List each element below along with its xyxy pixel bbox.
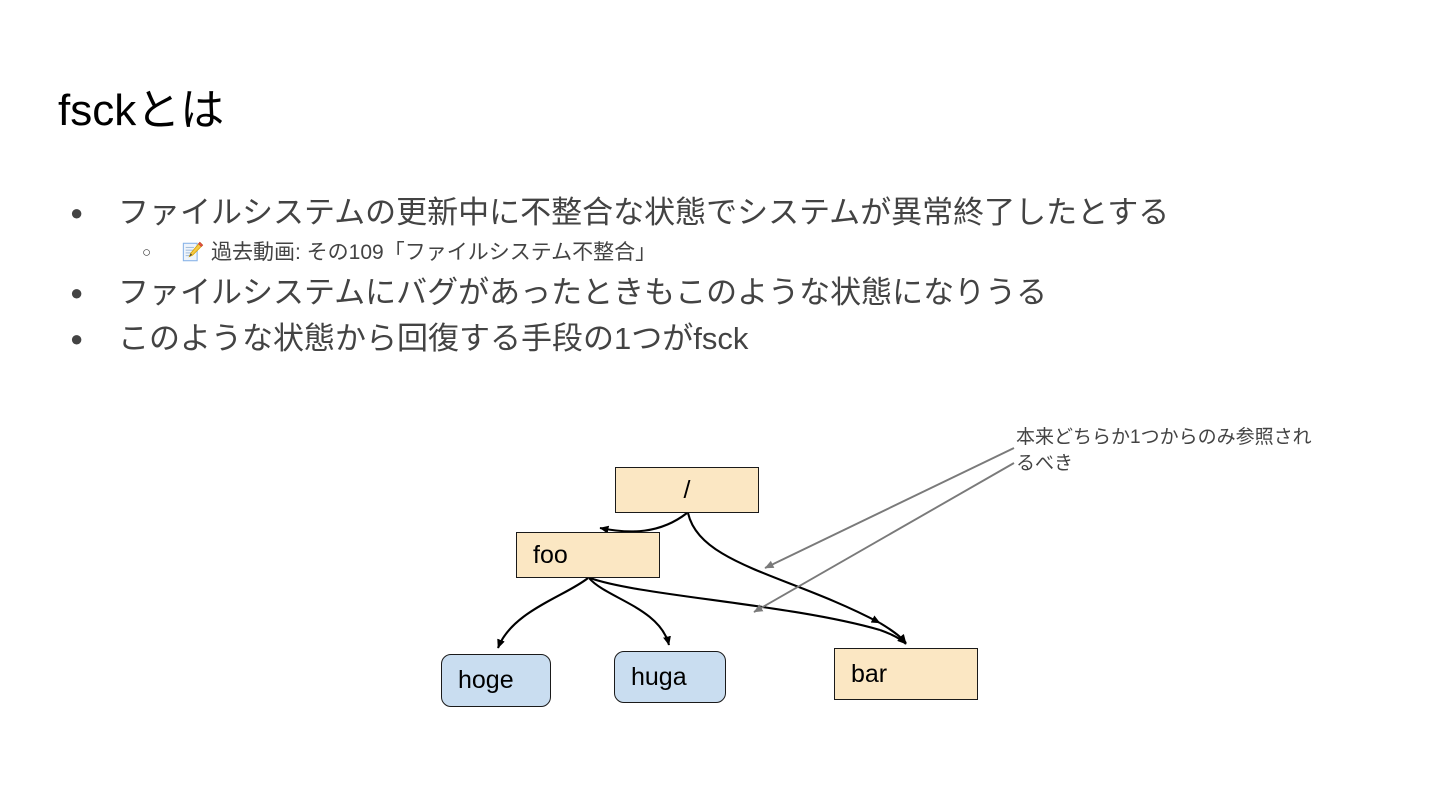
list-item-label-with-icon: 過去動画: その109「ファイルシステム不整合」 [182,236,1370,270]
node-hoge-label: hoge [458,666,514,694]
list-item-label: ファイルシステムにバグがあったときもこのような状態になりうる [118,275,1048,310]
list-item-label: ファイルシステムの更新中に不整合な状態でシステムが異常終了したとする [118,195,1170,230]
node-huga-label: huga [631,662,687,691]
node-root-label: / [683,475,691,504]
edge-foo-to-hoge [497,577,589,649]
page-title: fsckとは [58,86,225,135]
edge-foo-to-bar-tail [879,629,907,645]
diagram-annotation: 本来どちらか1つからのみ参照されるべき [1016,427,1312,474]
list-item: ● ファイルシステムにバグがあったときもこのような状態になりうる [70,270,1370,316]
node-bar-label: bar [851,659,888,688]
edge-root-to-foo [599,512,688,534]
node-bar[interactable]: bar [834,648,978,700]
list-item: ● このような状態から回復する手段の1つがfsck [70,316,1370,362]
list-item-label: このような状態から回復する手段の1つがfsck [118,321,749,356]
node-root[interactable]: / [615,467,759,513]
node-foo-label: foo [533,540,568,569]
list-item: ○ 過去動画: その109「ファイル [70,236,1370,270]
node-huga[interactable]: huga [614,651,726,703]
edge-foo-to-huga [588,577,671,646]
bullet-marker-hollow: ○ [142,244,152,261]
memo-pencil-icon [182,240,204,262]
bullet-marker-filled: ● [70,280,84,305]
list-item-text: 過去動画: その109「ファイルシステム不整合」 [211,241,657,264]
bullet-marker-filled: ● [70,200,84,225]
node-hoge[interactable]: hoge [441,654,551,707]
bullet-marker-filled: ● [70,326,84,351]
node-foo[interactable]: foo [516,532,660,578]
annotation-pointer-lower [753,462,1015,613]
edge-root-to-bar-tail [879,622,907,644]
list-item: ● ファイルシステムの更新中に不整合な状態でシステムが異常終了したとする [70,190,1370,236]
bullet-list: ● ファイルシステムの更新中に不整合な状態でシステムが異常終了したとする ○ [70,190,1370,362]
annotation-pointer-upper [764,447,1015,569]
edge-foo-to-bar [589,577,881,632]
edge-root-to-bar [686,512,881,624]
